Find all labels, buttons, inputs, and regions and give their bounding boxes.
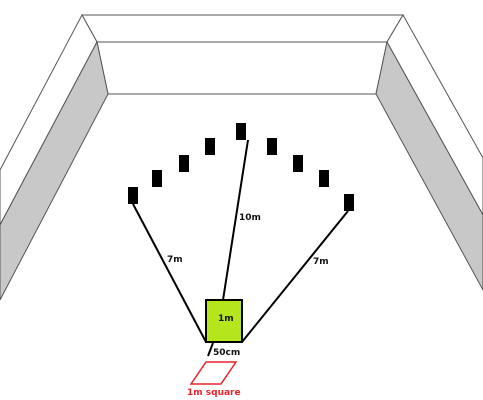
target-9 xyxy=(344,194,354,211)
one-meter-box xyxy=(205,299,243,343)
target-5 xyxy=(236,123,246,140)
right-distance-label: 7m xyxy=(313,257,329,267)
center-distance-line xyxy=(222,139,249,301)
room-walls xyxy=(0,13,483,301)
target-4 xyxy=(205,138,215,155)
right-wall-top xyxy=(386,13,483,217)
offset-line xyxy=(207,342,214,357)
target-8 xyxy=(319,170,329,187)
left-distance-line xyxy=(132,203,207,343)
one-meter-square xyxy=(189,361,238,385)
target-3 xyxy=(179,155,189,172)
target-2 xyxy=(152,170,162,187)
left-wall-top xyxy=(0,13,98,226)
square-label: 1m square xyxy=(187,388,241,398)
targets xyxy=(128,123,354,211)
target-6 xyxy=(267,138,277,155)
target-7 xyxy=(293,155,303,172)
left-distance-label: 7m xyxy=(167,255,183,265)
center-distance-label: 10m xyxy=(239,213,261,223)
distance-lines xyxy=(132,139,349,343)
back-wall-face xyxy=(96,41,388,95)
back-wall-top xyxy=(81,14,404,43)
right-distance-line xyxy=(241,210,349,343)
box-label: 1m xyxy=(218,314,234,324)
target-1 xyxy=(128,187,138,204)
left-wall-face xyxy=(0,40,109,301)
offset-label: 50cm xyxy=(213,348,240,358)
right-wall-face xyxy=(375,40,483,291)
